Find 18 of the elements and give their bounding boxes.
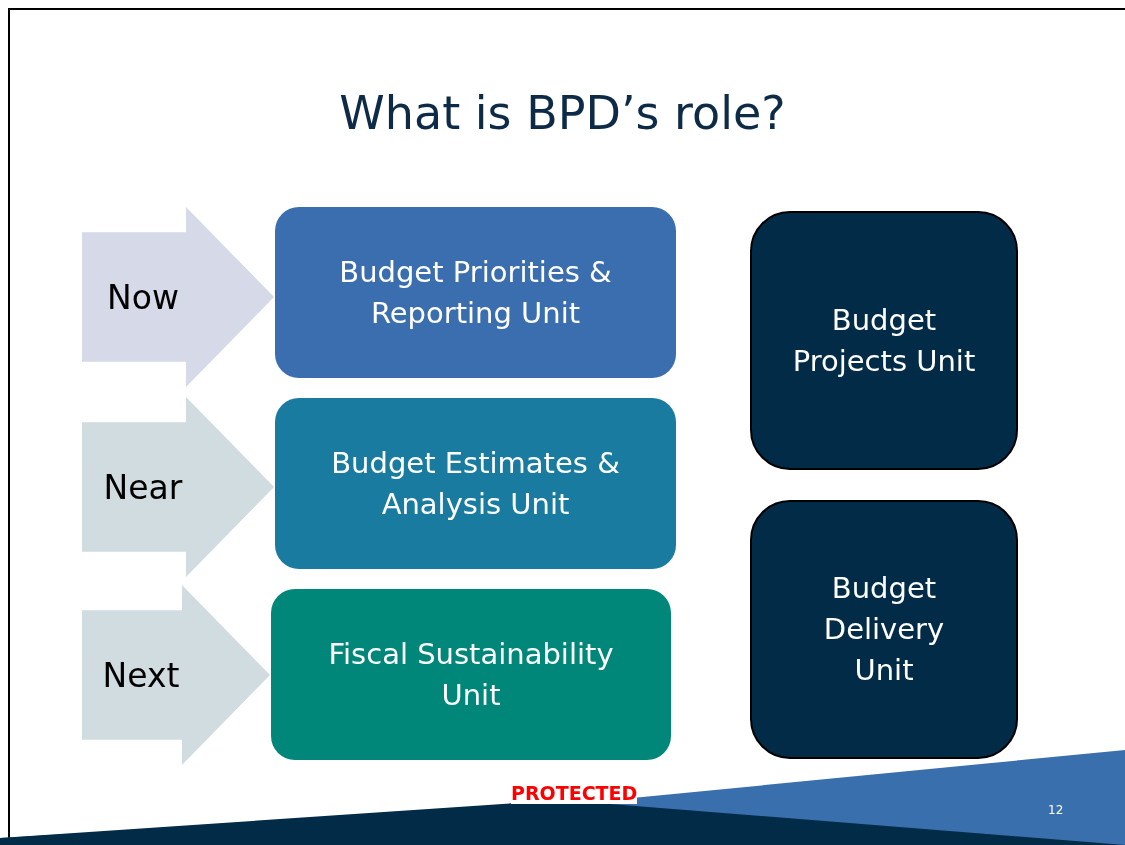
chevron-shape xyxy=(82,397,274,577)
unit-name: Budget Projects Unit xyxy=(792,301,976,380)
chevron-label: Now xyxy=(107,276,179,318)
unit-box xyxy=(271,589,671,760)
unit-name: Budget Delivery Unit xyxy=(822,570,946,689)
chevron-shape xyxy=(82,207,274,387)
chevron-label: Next xyxy=(102,654,180,696)
chevron-shape xyxy=(82,585,270,765)
unit-box xyxy=(275,398,676,569)
page-number: 12 xyxy=(1048,803,1064,817)
unit-name: Fiscal Sustainability Unit xyxy=(327,635,615,714)
unit-box xyxy=(750,211,1018,470)
unit-name: Budget Estimates & Analysis Unit xyxy=(330,444,621,523)
chevron-label: Near xyxy=(103,466,183,508)
slide-title: What is BPD’s role? xyxy=(338,86,787,140)
unit-box xyxy=(750,500,1018,759)
unit-box xyxy=(275,207,676,378)
unit-name: Budget Priorities & Reporting Unit xyxy=(338,253,613,332)
